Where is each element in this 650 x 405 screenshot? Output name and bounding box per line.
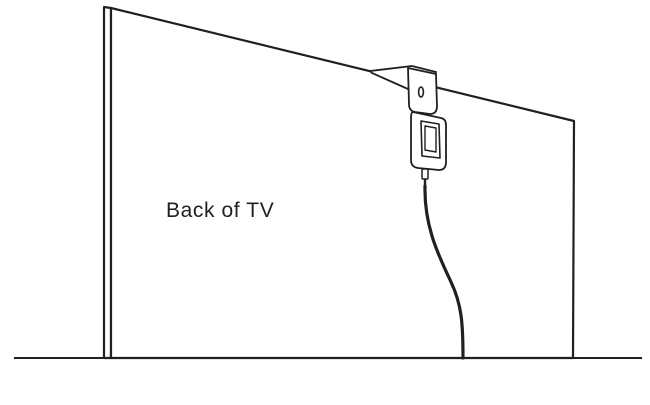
- power-cable-icon: [423, 184, 465, 360]
- clip-mount-icon: [369, 65, 447, 186]
- tv-back-icon: [102, 5, 576, 360]
- cable-connector: [421, 168, 429, 180]
- tv-panel: [109, 6, 576, 360]
- device-inner-face: [424, 125, 437, 153]
- mount-slot: [417, 86, 425, 98]
- tv-label: Back of TV: [166, 199, 274, 222]
